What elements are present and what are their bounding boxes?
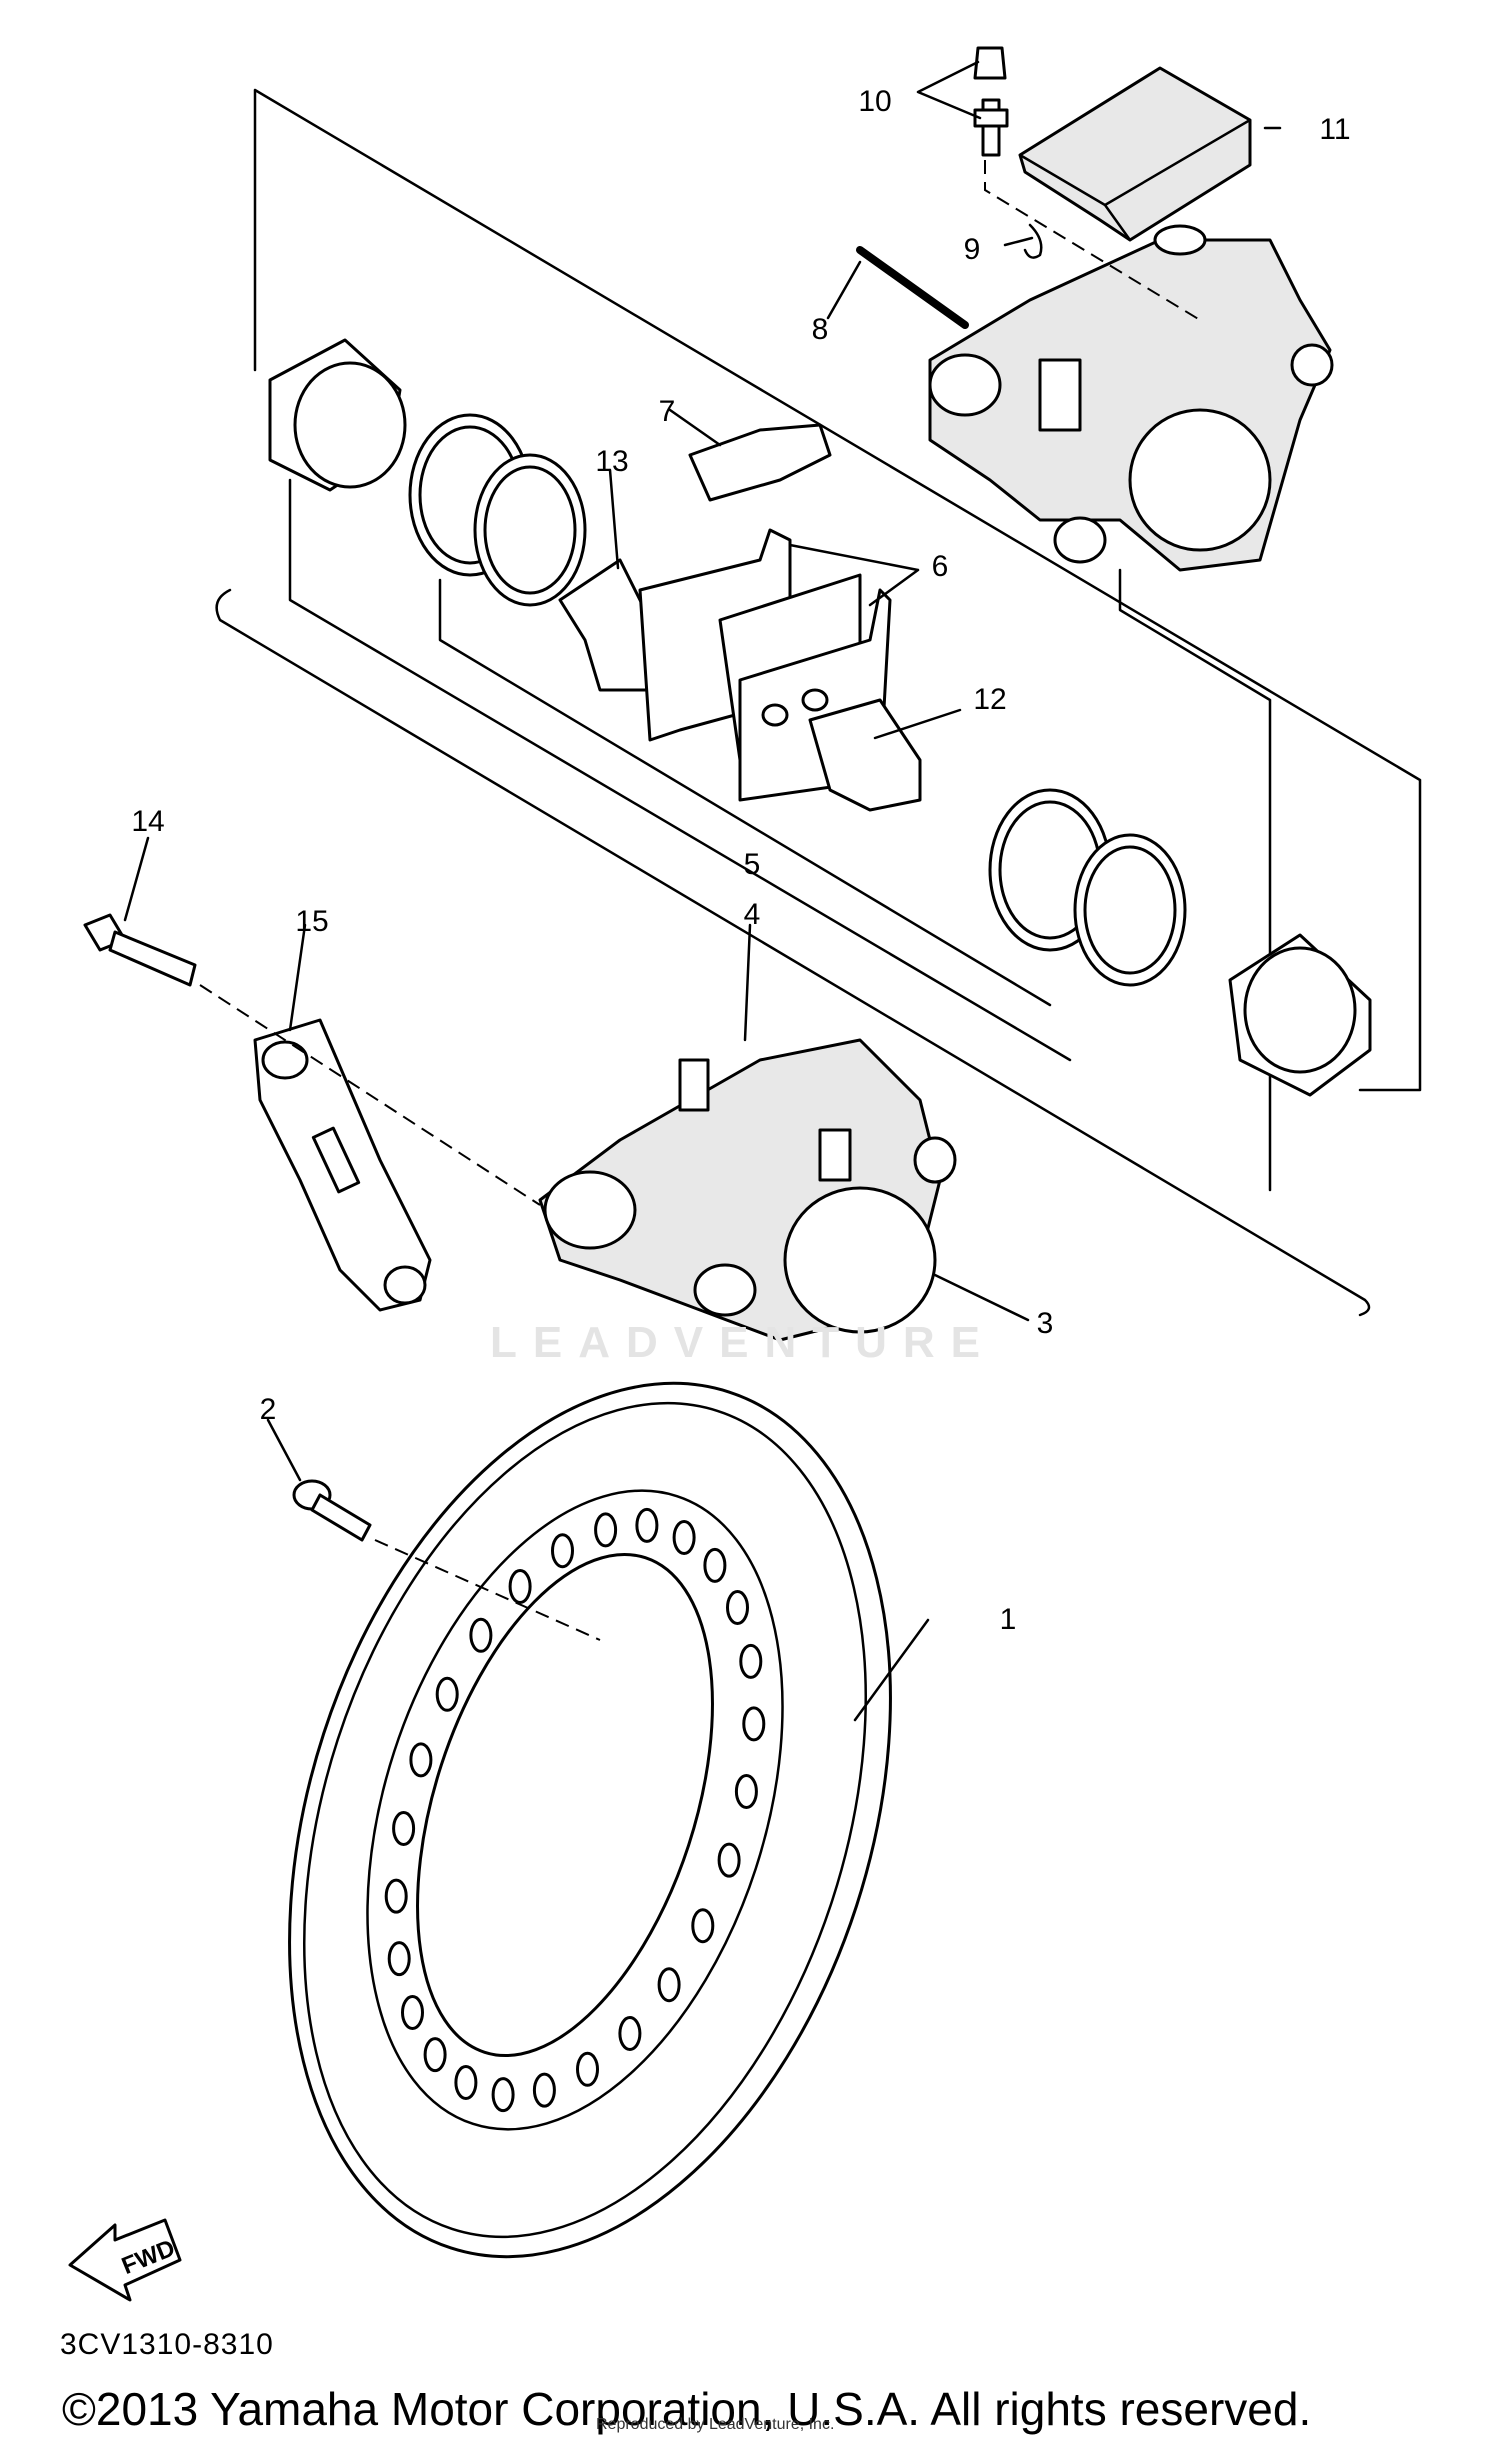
callout-8: 8: [811, 313, 829, 346]
callout-13: 13: [595, 445, 629, 478]
callout-4: 4: [743, 898, 761, 931]
callout-10: 10: [858, 85, 892, 118]
disc-hole: [454, 2065, 478, 2100]
callout-3: 3: [1036, 1307, 1054, 1340]
piston-lower: [988, 788, 1372, 1097]
callout-14: 14: [131, 805, 165, 838]
callout-7: 7: [658, 395, 676, 428]
pad-spring: [688, 423, 832, 502]
disc-hole: [717, 1842, 741, 1878]
disc-hole: [726, 1590, 749, 1625]
disc-hole: [691, 1908, 715, 1944]
disc-hole: [739, 1643, 763, 1679]
caliper-half-a: [928, 224, 1334, 572]
disc-hole: [576, 2051, 599, 2087]
watermark-text: LEADVENTURE: [490, 1318, 997, 1367]
disc-hole: [491, 2077, 515, 2113]
disc-hole: [657, 1967, 681, 2003]
diagram-code: 3CV1310-8310: [60, 2328, 274, 2361]
fwd-arrow-icon: [68, 2218, 182, 2302]
callout-1: 1: [999, 1603, 1017, 1636]
bracket-bolt: [83, 913, 197, 987]
disc-hole: [392, 1811, 416, 1846]
brake-disc: [288, 1381, 892, 2259]
pad-pin: [856, 223, 1043, 329]
disc-hole: [734, 1774, 758, 1809]
disc-holes: [384, 1507, 766, 2113]
caliper-bracket: [253, 1018, 432, 1312]
disc-hole: [469, 1617, 493, 1653]
disc-hole: [387, 1941, 411, 1977]
callout-9: 9: [963, 233, 981, 266]
reproduced-by-note: Reproduced by LeadVenture, Inc.: [596, 2416, 835, 2433]
disc-hole: [551, 1533, 574, 1569]
callout-12: 12: [973, 683, 1007, 716]
disc-hole: [401, 1995, 424, 2030]
disc-hole: [508, 1569, 532, 1604]
piston-upper: [268, 338, 587, 607]
copyright-notice: ©2013 Yamaha Motor Corporation, U.S.A. A…: [62, 2383, 1312, 2435]
frame-lines: [215, 88, 1422, 1317]
disc-hole: [409, 1742, 433, 1778]
disc-hole: [423, 2037, 447, 2073]
disc-hole: [594, 1512, 618, 1548]
disc-hole: [618, 2016, 642, 2051]
pad-cover: [1018, 66, 1252, 242]
disc-hole: [532, 2072, 556, 2108]
disc-screw: [292, 1479, 372, 1542]
disc-hole: [703, 1547, 727, 1583]
disc-hole: [435, 1676, 459, 1712]
callout-11: 11: [1319, 113, 1351, 146]
caliper-half-b: [538, 1038, 957, 1342]
callout-5: 5: [743, 848, 761, 881]
disc-hole: [635, 1507, 659, 1543]
callout-2: 2: [259, 1393, 277, 1426]
disc-hole: [384, 1878, 408, 1914]
leader-lines: [123, 60, 1282, 1722]
disc-hole: [742, 1706, 766, 1742]
disc-hole: [672, 1520, 696, 1555]
callout-15: 15: [295, 905, 329, 938]
brake-pads: [558, 528, 922, 812]
bleed-screw: [973, 46, 1009, 157]
callout-6: 6: [931, 550, 949, 583]
